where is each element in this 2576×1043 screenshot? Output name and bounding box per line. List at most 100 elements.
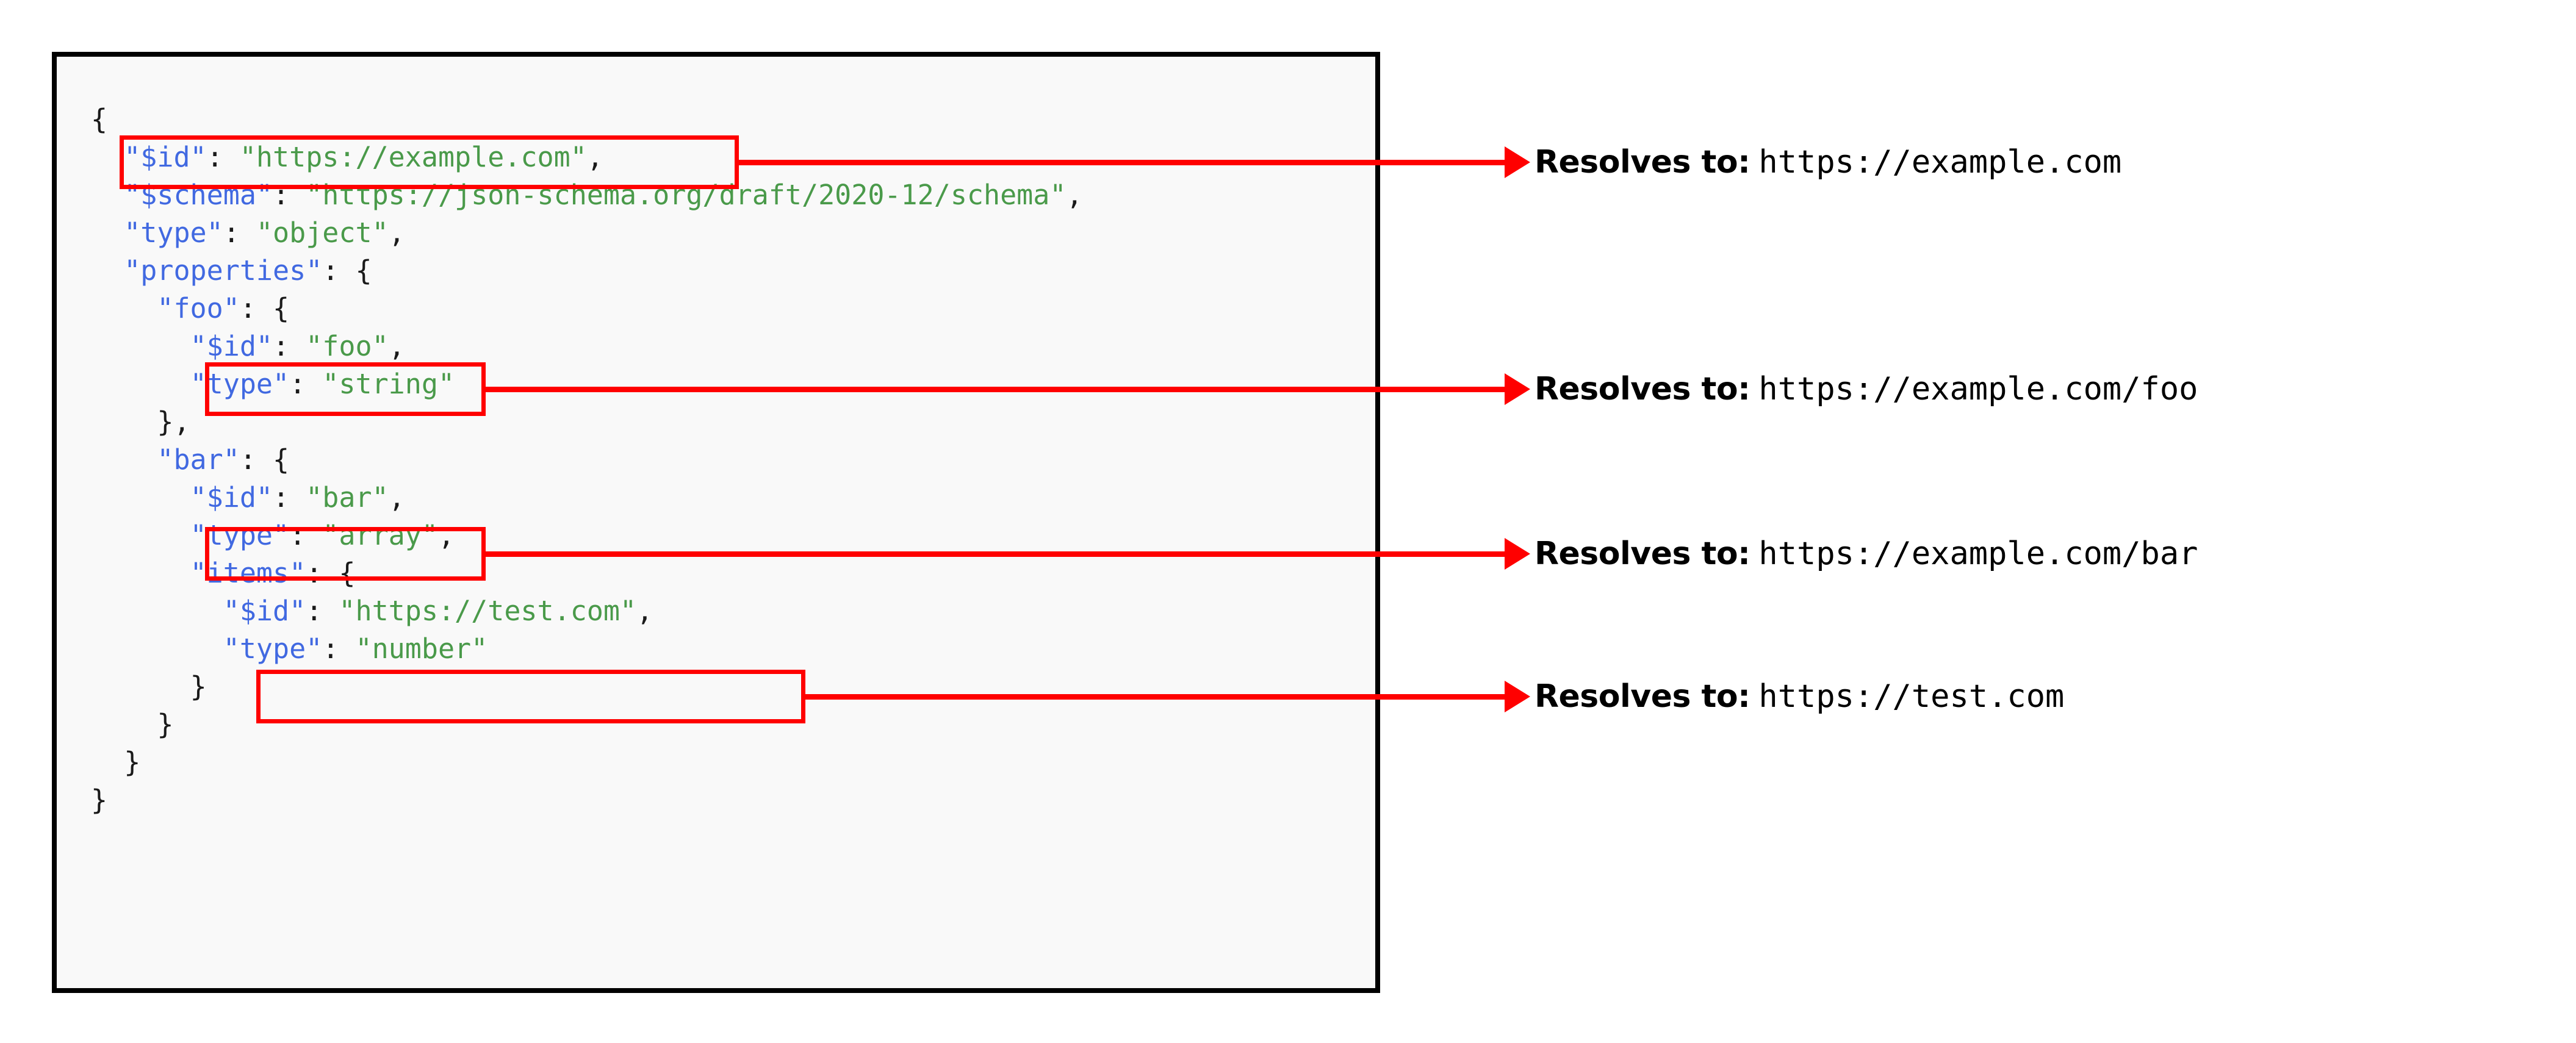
json-punctuation: :	[206, 141, 240, 173]
arrow-items-line	[805, 694, 1505, 700]
resolved-uri-value: https://example.com	[1758, 144, 2122, 181]
arrow-bar-head-icon	[1505, 538, 1530, 570]
json-punctuation: :	[273, 179, 306, 211]
code-line: "items": {	[91, 554, 1083, 592]
resolved-uri-value: https://example.com/foo	[1758, 371, 2198, 407]
code-line: "properties": {	[91, 252, 1083, 290]
json-string-value: "number"	[355, 633, 488, 665]
code-line: }	[91, 668, 1083, 706]
code-line: "type": "object",	[91, 214, 1083, 252]
json-key: "type"	[190, 368, 290, 400]
code-indent	[91, 557, 190, 589]
resolves-items: Resolves to:https://test.com	[1534, 681, 2064, 712]
code-indent	[91, 595, 223, 627]
json-punctuation: }	[91, 784, 108, 816]
json-key: "items"	[190, 557, 306, 589]
code-indent	[91, 481, 190, 514]
code-indent	[91, 292, 157, 324]
code-line: "type": "number"	[91, 630, 1083, 668]
json-punctuation: : {	[322, 254, 372, 287]
json-key: "foo"	[157, 292, 240, 324]
json-key: "type"	[124, 217, 223, 249]
json-punctuation: {	[91, 103, 108, 135]
json-punctuation: :	[289, 368, 323, 400]
arrow-foo-head-icon	[1505, 373, 1530, 405]
json-punctuation: : {	[239, 292, 290, 324]
json-string-value: "object"	[256, 217, 389, 249]
code-indent	[91, 368, 190, 400]
json-punctuation: :	[306, 595, 339, 627]
json-punctuation: ,	[388, 217, 405, 249]
code-line: {	[91, 101, 1083, 138]
code-line: }	[91, 744, 1083, 781]
code-indent	[91, 217, 124, 249]
code-line: }	[91, 706, 1083, 744]
code-indent	[91, 519, 190, 551]
arrow-items-head-icon	[1505, 681, 1530, 712]
json-key: "$id"	[223, 595, 306, 627]
arrow-foo-line	[486, 387, 1505, 392]
code-indent	[91, 670, 190, 703]
code-indent	[91, 633, 223, 665]
json-punctuation: ,	[1066, 179, 1083, 211]
resolves-root: Resolves to:https://example.com	[1534, 146, 2121, 178]
code-line: "bar": {	[91, 441, 1083, 479]
code-line: },	[91, 403, 1083, 441]
json-punctuation: ,	[437, 519, 455, 551]
json-punctuation: ,	[388, 330, 405, 362]
code-line: "$id": "bar",	[91, 479, 1083, 517]
json-punctuation: :	[223, 217, 256, 249]
code-line: "type": "array",	[91, 517, 1083, 554]
code-line: "$schema": "https://json-schema.org/draf…	[91, 176, 1083, 214]
resolves-bar: Resolves to:https://example.com/bar	[1534, 538, 2198, 570]
json-string-value: "string"	[322, 368, 455, 400]
json-punctuation: :	[322, 633, 356, 665]
code-indent	[91, 141, 124, 173]
json-punctuation: ,	[586, 141, 603, 173]
arrow-bar-line	[486, 551, 1505, 557]
json-string-value: "https://json-schema.org/draft/2020-12/s…	[306, 179, 1067, 211]
json-key: "$id"	[124, 141, 207, 173]
json-string-value: "foo"	[306, 330, 389, 362]
json-punctuation: :	[289, 519, 323, 551]
code-line: "$id": "foo",	[91, 328, 1083, 365]
arrow-root-line	[739, 160, 1505, 165]
json-punctuation: :	[273, 330, 306, 362]
arrow-root-head-icon	[1505, 146, 1530, 178]
code-indent	[91, 179, 124, 211]
resolves-foo: Resolves to:https://example.com/foo	[1534, 373, 2198, 405]
json-punctuation: },	[157, 406, 190, 438]
json-key: "$id"	[190, 481, 273, 514]
code-indent	[91, 746, 124, 778]
json-string-value: "https://example.com"	[239, 141, 587, 173]
resolved-uri-value: https://test.com	[1758, 678, 2065, 715]
code-line: "$id": "https://test.com",	[91, 592, 1083, 630]
code-line: "foo": {	[91, 290, 1083, 328]
resolves-to-label: Resolves to:	[1534, 678, 1750, 715]
json-key: "$id"	[190, 330, 273, 362]
json-punctuation: :	[273, 481, 306, 514]
json-key: "type"	[223, 633, 323, 665]
code-line: "type": "string"	[91, 365, 1083, 403]
json-punctuation: : {	[306, 557, 356, 589]
code-indent	[91, 443, 157, 476]
resolves-to-label: Resolves to:	[1534, 144, 1750, 181]
json-string-value: "https://test.com"	[339, 595, 637, 627]
code-indent	[91, 254, 124, 287]
json-punctuation: ,	[388, 481, 405, 514]
json-punctuation: ,	[636, 595, 653, 627]
json-key: "bar"	[157, 443, 240, 476]
json-punctuation: }	[190, 670, 207, 703]
resolves-to-label: Resolves to:	[1534, 536, 1750, 572]
json-punctuation: : {	[239, 443, 290, 476]
json-punctuation: }	[124, 746, 141, 778]
code-indent	[91, 406, 157, 438]
json-schema-code-panel: { "$id": "https://example.com", "$schema…	[52, 52, 1380, 993]
json-schema-code-block: { "$id": "https://example.com", "$schema…	[91, 101, 1083, 819]
json-key: "$schema"	[124, 179, 273, 211]
code-indent	[91, 330, 190, 362]
json-key: "properties"	[124, 254, 323, 287]
json-key: "type"	[190, 519, 290, 551]
resolved-uri-value: https://example.com/bar	[1758, 536, 2198, 572]
code-line: "$id": "https://example.com",	[91, 138, 1083, 176]
